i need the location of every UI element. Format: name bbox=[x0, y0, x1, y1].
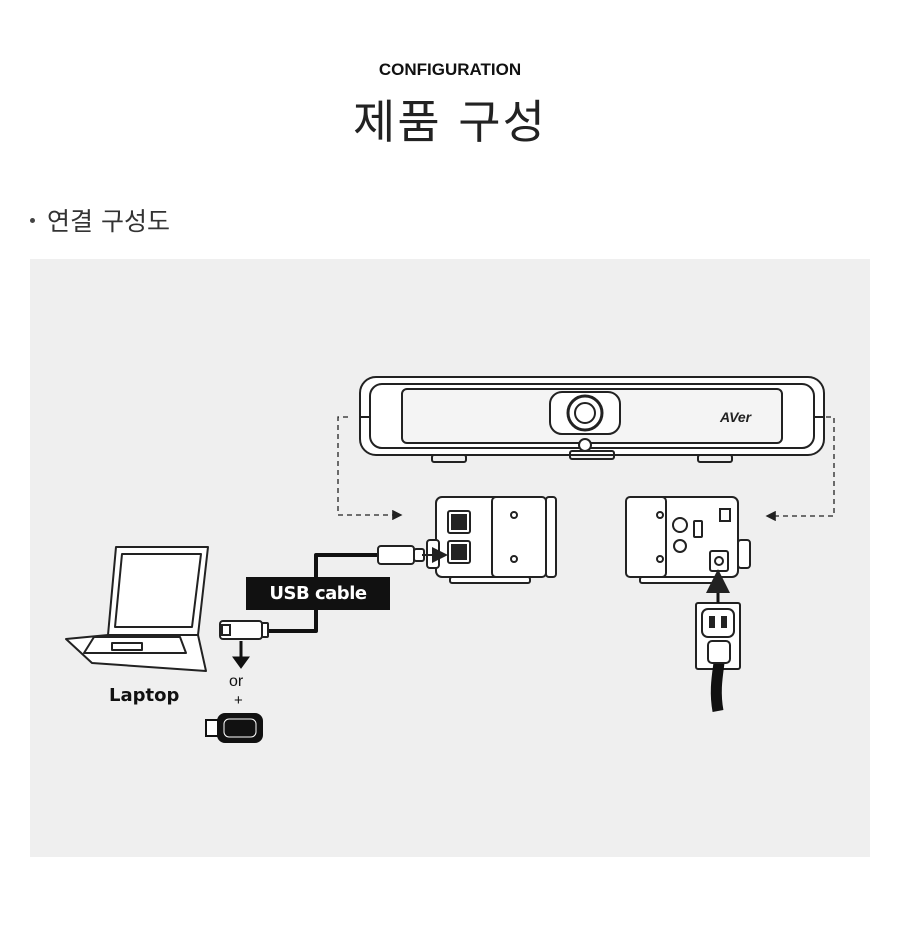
guide-dashed-lines bbox=[337, 416, 835, 522]
eyebrow-label: CONFIGURATION bbox=[378, 60, 522, 79]
usb-dongle-icon bbox=[205, 713, 263, 743]
connection-diagram: AVer bbox=[30, 259, 870, 857]
usb-cable-label: USB cable bbox=[246, 577, 390, 610]
camera-lens-icon bbox=[549, 391, 621, 452]
down-arrow-icon bbox=[232, 641, 250, 669]
section-heading-text: 연결 구성도 bbox=[47, 207, 170, 236]
brand-logo: AVer bbox=[719, 409, 753, 425]
diagram-canvas: AVer bbox=[65, 376, 835, 743]
usb-a-connector-icon bbox=[219, 620, 269, 640]
left-side-unit bbox=[426, 496, 557, 584]
power-port-icon bbox=[709, 508, 731, 572]
usb-port-icon bbox=[447, 510, 471, 564]
or-label: or bbox=[229, 673, 244, 690]
page-title: 제품 구성 bbox=[353, 95, 547, 149]
usb-b-connector-icon bbox=[377, 545, 425, 565]
laptop-icon bbox=[65, 546, 209, 672]
plus-label: + bbox=[234, 692, 243, 709]
laptop-label: Laptop bbox=[109, 685, 180, 706]
right-side-unit bbox=[625, 496, 751, 584]
power-cable bbox=[706, 569, 731, 712]
bullet-icon bbox=[30, 217, 35, 223]
section-heading: 연결 구성도 bbox=[30, 202, 170, 238]
